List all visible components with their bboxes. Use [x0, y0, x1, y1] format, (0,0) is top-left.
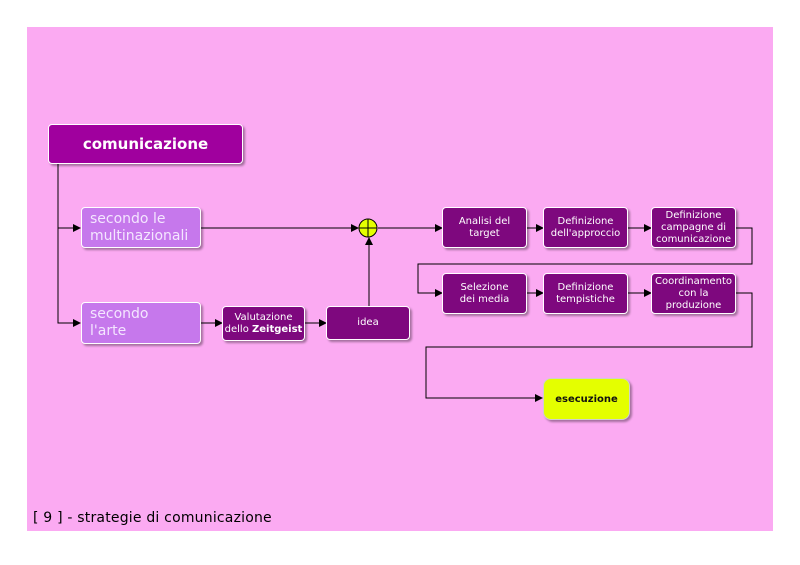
node-tempistiche-label: Definizione tempistiche — [556, 281, 615, 305]
figure-caption: [ 9 ] - strategie di comunicazione — [33, 510, 272, 526]
node-definizione-campagne: Definizione campagne di comunicazione — [651, 207, 736, 248]
node-coordinamento-produzione: Coordinamento con la produzione — [651, 273, 736, 314]
node-esecuzione: esecuzione — [543, 378, 630, 420]
node-comunicazione-label: comunicazione — [82, 135, 209, 153]
node-campagne-label: Definizione campagne di comunicazione — [655, 209, 732, 245]
node-arte-label: secondo l'arte — [90, 306, 149, 339]
node-zeitgeist-label: Valutazione dello Zeitgeist — [225, 312, 303, 336]
node-coordinamento-label: Coordinamento con la produzione — [654, 275, 733, 311]
node-comunicazione: comunicazione — [48, 124, 243, 164]
node-analisi-label: Analisi del target — [458, 215, 511, 239]
node-esecuzione-label: esecuzione — [555, 393, 618, 405]
node-secondo-le-multinazionali: secondo le multinazionali — [81, 207, 201, 248]
node-idea-label: idea — [357, 317, 379, 328]
node-analisi-del-target: Analisi del target — [442, 207, 527, 248]
node-media-label: Selezione dei media — [459, 281, 510, 305]
node-approccio-label: Definizione dell'approccio — [550, 215, 621, 239]
node-definizione-tempistiche: Definizione tempistiche — [543, 273, 628, 314]
node-definizione-approccio: Definizione dell'approccio — [543, 207, 628, 248]
node-idea: idea — [326, 306, 410, 340]
node-zeitgeist-label-text: Valutazione dello — [224, 311, 293, 335]
node-valutazione-zeitgeist: Valutazione dello Zeitgeist — [222, 306, 305, 341]
node-zeitgeist-label-bold: Zeitgeist — [252, 323, 303, 335]
node-selezione-media: Selezione dei media — [442, 273, 527, 314]
node-multinazionali-label: secondo le multinazionali — [90, 210, 189, 244]
node-secondo-l-arte: secondo l'arte — [81, 302, 201, 344]
